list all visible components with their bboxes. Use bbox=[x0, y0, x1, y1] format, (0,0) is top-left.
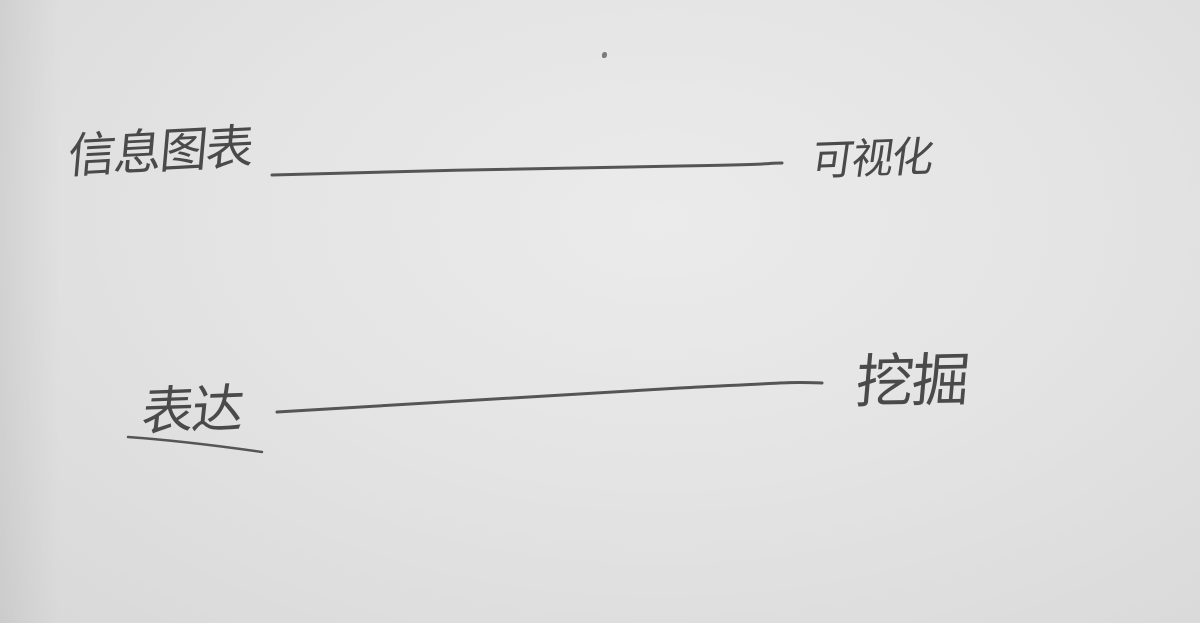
paper-speck bbox=[602, 52, 607, 58]
handwritten-word-visualization: 可视化 bbox=[808, 131, 936, 186]
handwritten-word-mining: 挖掘 bbox=[853, 345, 971, 417]
connector-line-top bbox=[270, 161, 784, 177]
connector-line-bottom bbox=[275, 381, 824, 414]
underline-stroke bbox=[126, 435, 264, 454]
handwritten-word-expression: 表达 bbox=[138, 379, 246, 443]
handwritten-word-infographic: 信息图表 bbox=[65, 119, 255, 185]
paper-shadow bbox=[0, 0, 60, 623]
